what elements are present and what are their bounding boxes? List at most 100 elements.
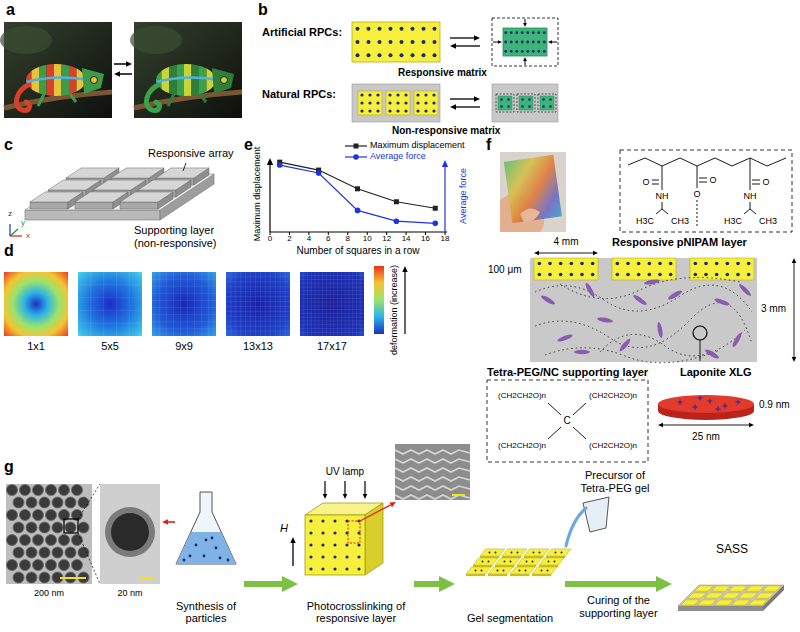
tile-gridline xyxy=(152,279,216,280)
row-label: Artificial RPCs: xyxy=(262,26,346,39)
particle-dot xyxy=(481,570,483,572)
tile-gridline xyxy=(103,272,104,336)
tick-label: 10 xyxy=(363,234,372,243)
particle-dot xyxy=(360,109,363,112)
arrow-head xyxy=(498,40,502,44)
particle-dot xyxy=(549,98,552,101)
axis-label: x xyxy=(26,231,30,240)
responsive-square xyxy=(763,586,782,591)
dimension-arrow xyxy=(792,310,797,362)
particle-dot xyxy=(510,41,513,44)
particle-dot xyxy=(528,98,531,101)
tile-gridline xyxy=(360,272,361,336)
particle-dot xyxy=(432,101,435,104)
particle-dot xyxy=(416,109,419,112)
particle-dot xyxy=(521,50,524,53)
axis-title: Average force xyxy=(458,168,468,224)
clay-platelet xyxy=(618,337,632,352)
chameleon-legs xyxy=(168,94,206,106)
particle-dot xyxy=(515,31,518,34)
data-marker xyxy=(432,221,438,227)
particle-dot xyxy=(333,567,336,570)
data-marker xyxy=(355,208,361,214)
tile-gridline xyxy=(226,326,290,327)
particle-dot xyxy=(416,101,419,104)
particle-dot xyxy=(580,273,584,277)
particle-dot xyxy=(504,41,507,44)
body-stripe xyxy=(192,62,200,98)
gel-square xyxy=(539,558,564,565)
particle-dot xyxy=(528,105,531,108)
panel-e xyxy=(267,158,448,235)
particle-dot xyxy=(543,50,546,53)
particle-dot xyxy=(489,552,491,554)
arrow-head xyxy=(534,251,539,256)
arrow-head xyxy=(162,519,168,524)
arrow-shaft xyxy=(552,42,557,43)
particle-dot xyxy=(360,93,363,96)
responsive-square xyxy=(698,600,717,605)
deformation-map xyxy=(4,272,68,336)
responsive-square xyxy=(690,258,754,280)
array-size-label: 17x17 xyxy=(300,340,364,353)
particle-dot xyxy=(404,109,407,112)
particle-dot xyxy=(376,101,379,104)
arrow-shaft xyxy=(493,42,498,43)
chain-label: (CH2CH2O)n xyxy=(498,441,546,450)
particle-dot xyxy=(321,567,324,570)
clay-platelet xyxy=(656,322,663,339)
nonresponsive-matrix xyxy=(352,84,440,122)
tile-gridline xyxy=(152,321,216,322)
particle-dot xyxy=(549,105,552,108)
original-outline xyxy=(496,94,514,112)
particle-dot xyxy=(519,570,521,572)
responsive-domain xyxy=(386,91,410,115)
step-caption: SASS xyxy=(675,543,789,557)
chemical-bond xyxy=(662,182,663,190)
tile-gridline xyxy=(300,275,364,276)
polymer-chain xyxy=(545,348,720,363)
array-size-label: 1x1 xyxy=(4,340,68,353)
particle-dot xyxy=(367,53,371,57)
step-caption: Gel segmentation xyxy=(458,612,562,625)
dimension-label: 0.9 nm xyxy=(759,399,790,411)
scale-bar xyxy=(140,577,154,579)
chameleon-photo xyxy=(130,22,242,118)
legend-item: Maximum displacement xyxy=(345,140,465,151)
arrow-head xyxy=(523,23,527,27)
particle-dot xyxy=(616,273,620,277)
chemical-bond xyxy=(752,180,760,181)
tile-gridline xyxy=(159,272,160,336)
responsive-square xyxy=(695,586,714,591)
photo-blur xyxy=(130,26,182,54)
part-label: Supporting layer (non-responsive) xyxy=(134,224,240,249)
particle-dot xyxy=(538,273,542,277)
tile-gridline xyxy=(300,287,364,288)
tick-label: 18 xyxy=(441,234,450,243)
shrink-arrow xyxy=(523,57,527,65)
original-outline xyxy=(517,94,535,112)
responsive-domain xyxy=(414,91,438,115)
nanoparticle xyxy=(72,560,83,571)
nanoparticle xyxy=(46,560,57,571)
tile-gridline xyxy=(300,320,364,321)
arrow-shaft xyxy=(706,425,749,426)
tile-gridline xyxy=(322,272,323,336)
tile-gridline xyxy=(341,272,342,336)
zoom-arrow xyxy=(360,502,396,521)
particle-dot xyxy=(510,50,513,53)
scale-bar xyxy=(60,577,86,579)
particle-dot xyxy=(376,109,379,112)
chemical-bond xyxy=(652,184,659,185)
tile-gridline xyxy=(348,272,349,336)
nanoparticle xyxy=(7,510,18,521)
particle-dot xyxy=(495,552,497,554)
tile-top-face xyxy=(75,192,128,202)
charge-symbol xyxy=(708,399,713,404)
clay-platelet xyxy=(574,350,590,354)
particle-dot xyxy=(309,531,312,534)
tick-label: 6 xyxy=(326,234,330,243)
particle-dot xyxy=(433,40,437,44)
particle-dot xyxy=(422,53,426,57)
